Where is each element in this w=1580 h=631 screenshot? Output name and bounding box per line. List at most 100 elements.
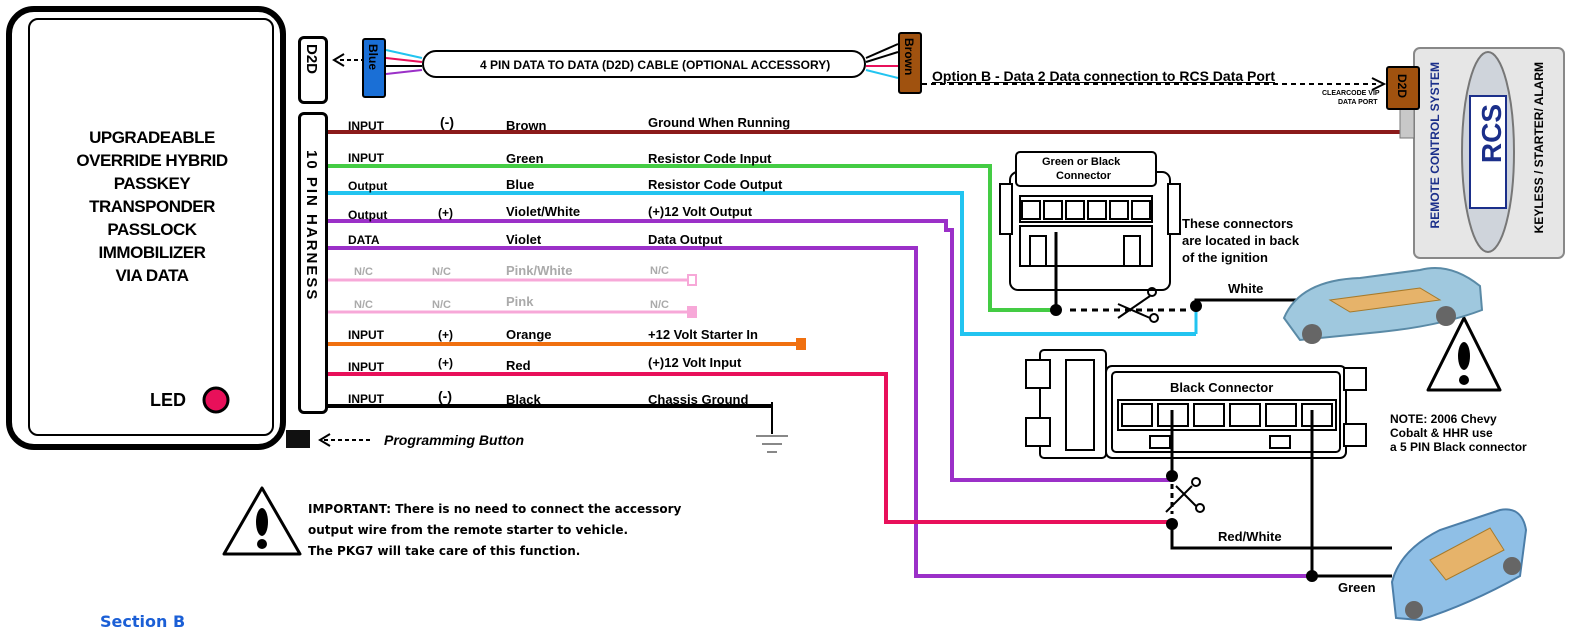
- wire-color-name: Violet/White: [506, 204, 581, 219]
- led-label: LED: [150, 390, 186, 410]
- wire-type: Output: [348, 208, 388, 222]
- led-icon: [202, 386, 230, 414]
- wire-color-name: Red: [506, 358, 531, 373]
- module-box: [6, 6, 286, 450]
- module-line: UPGRADEABLE: [89, 128, 215, 147]
- wire-function: Chassis Ground: [648, 392, 749, 407]
- programming-button-label: Programming Button: [384, 432, 524, 448]
- wire-blue: [328, 191, 1196, 336]
- wire-polarity: (-): [438, 388, 452, 404]
- green-black-connector-icon: [999, 151, 1181, 291]
- harness-wires: [328, 130, 1400, 578]
- d2d-cable: [422, 50, 866, 78]
- wire-color-name: Orange: [506, 327, 552, 342]
- wire-polarity: N/C: [432, 266, 451, 278]
- module-line: TRANSPONDER: [89, 197, 215, 216]
- wire-color-name: Green: [506, 151, 544, 166]
- blue-connector: Blue: [362, 38, 386, 98]
- wire-color-name: Black: [506, 392, 541, 407]
- rcs-d2d-port: D2D: [1386, 66, 1420, 110]
- wire-violet-white: [328, 219, 1172, 482]
- vehicle-icon: [1390, 508, 1528, 622]
- important-note: output wire from the remote starter to v…: [308, 523, 629, 537]
- module-inner-panel: [28, 18, 274, 436]
- wire-function: Resistor Code Input: [648, 151, 772, 166]
- wire-function: Data Output: [648, 232, 723, 247]
- wire-type: INPUT: [348, 392, 384, 406]
- wire-type: N/C: [354, 299, 373, 311]
- module-line: VIA DATA: [115, 266, 189, 285]
- blue-connector-label: Blue: [366, 44, 380, 71]
- black-connector-label: Black Connector: [1170, 380, 1274, 395]
- wire-color-name: Blue: [506, 177, 535, 192]
- wire-terminal: [796, 338, 806, 350]
- wire-function: (+)12 Volt Output: [648, 204, 753, 219]
- rcs-logo: RCS: [1476, 104, 1507, 164]
- wire-function: N/C: [650, 265, 669, 277]
- black-connector-icon: [1025, 349, 1367, 459]
- wire-type: INPUT: [348, 328, 384, 342]
- wire-type: INPUT: [348, 151, 384, 165]
- red-white-wire-label: Red/White: [1218, 529, 1282, 544]
- note-line: a 5 PIN Black connector: [1390, 440, 1527, 454]
- wire-polarity: (-): [440, 114, 454, 130]
- white-wire-label: White: [1228, 281, 1264, 296]
- d2d-port-label: D2D: [303, 44, 320, 75]
- d2d-cable-label: 4 PIN DATA TO DATA (D2D) CABLE (OPTIONAL…: [480, 58, 831, 72]
- d2d-port-box: [298, 36, 328, 104]
- d2d-cable-wires: [385, 43, 899, 79]
- scissors-icon: [1165, 477, 1205, 513]
- data-port-label: CLEARCODE VIP: [1322, 90, 1380, 97]
- wire-function: +12 Volt Starter In: [648, 327, 758, 342]
- wire-polarity: (+): [438, 356, 453, 370]
- location-note: are located in back: [1182, 233, 1300, 248]
- module-line: PASSKEY: [113, 174, 191, 193]
- brown-connector-label: Brown: [902, 38, 916, 76]
- wire-end-cap: [687, 306, 697, 318]
- ground-symbol-icon: [756, 402, 788, 453]
- wire-type: N/C: [354, 266, 373, 278]
- scissors-icon: [1117, 287, 1159, 323]
- note-line: Cobalt & HHR use: [1390, 426, 1493, 440]
- wire-color-name: Pink/White: [506, 263, 573, 278]
- note-line: NOTE: 2006 Chevy: [1390, 412, 1497, 426]
- rcs-side-text: REMOTE CONTROL SYSTEM: [1428, 62, 1442, 229]
- wire-color-name: Violet: [506, 232, 542, 247]
- rcs-module-icon: [1399, 47, 1565, 259]
- warning-icon: [222, 486, 302, 556]
- green-black-connector-label: Green or Black: [1042, 156, 1121, 168]
- wire-end-cap: [687, 274, 697, 286]
- module-description: UPGRADEABLE OVERRIDE HYBRID PASSKEY TRAN…: [34, 126, 270, 287]
- module-line: PASSLOCK: [107, 220, 197, 239]
- wire-color-name: Pink: [506, 294, 534, 309]
- wire-polarity: (+): [438, 328, 453, 342]
- wire-color-name: Brown: [506, 118, 547, 133]
- rcs-d2d-label: D2D: [1395, 74, 1409, 99]
- warning-icon: [1426, 316, 1502, 392]
- data-port-label: DATA PORT: [1338, 99, 1378, 106]
- brown-connector: Brown: [898, 32, 922, 94]
- wire-type: INPUT: [348, 360, 384, 374]
- wire-violet: [328, 246, 1312, 578]
- wire-function: N/C: [650, 299, 669, 311]
- splice-dots: [1050, 300, 1318, 582]
- vehicle-icon: [1282, 267, 1484, 344]
- wire-polarity: (+): [438, 206, 453, 220]
- section-heading: Section B: [100, 612, 186, 631]
- module-line: IMMOBILIZER: [98, 243, 206, 262]
- wire-type: DATA: [348, 233, 380, 247]
- green-wire-label: Green: [1338, 580, 1376, 595]
- wire-polarity: N/C: [432, 299, 451, 311]
- wire-red: [328, 372, 1172, 524]
- green-black-connector-label: Connector: [1056, 170, 1111, 182]
- location-note: of the ignition: [1182, 250, 1268, 265]
- wire-function: (+)12 Volt Input: [648, 355, 742, 370]
- location-note: These connectors: [1182, 216, 1294, 231]
- important-note: The PKG7 will take care of this function…: [308, 544, 581, 558]
- harness-box: [298, 112, 328, 414]
- module-line: OVERRIDE HYBRID: [76, 151, 228, 170]
- important-note: IMPORTANT: There is no need to connect t…: [308, 502, 682, 516]
- rcs-side-text: KEYLESS / STARTER/ ALARM: [1532, 62, 1546, 234]
- dashed-arrows: [318, 53, 1387, 447]
